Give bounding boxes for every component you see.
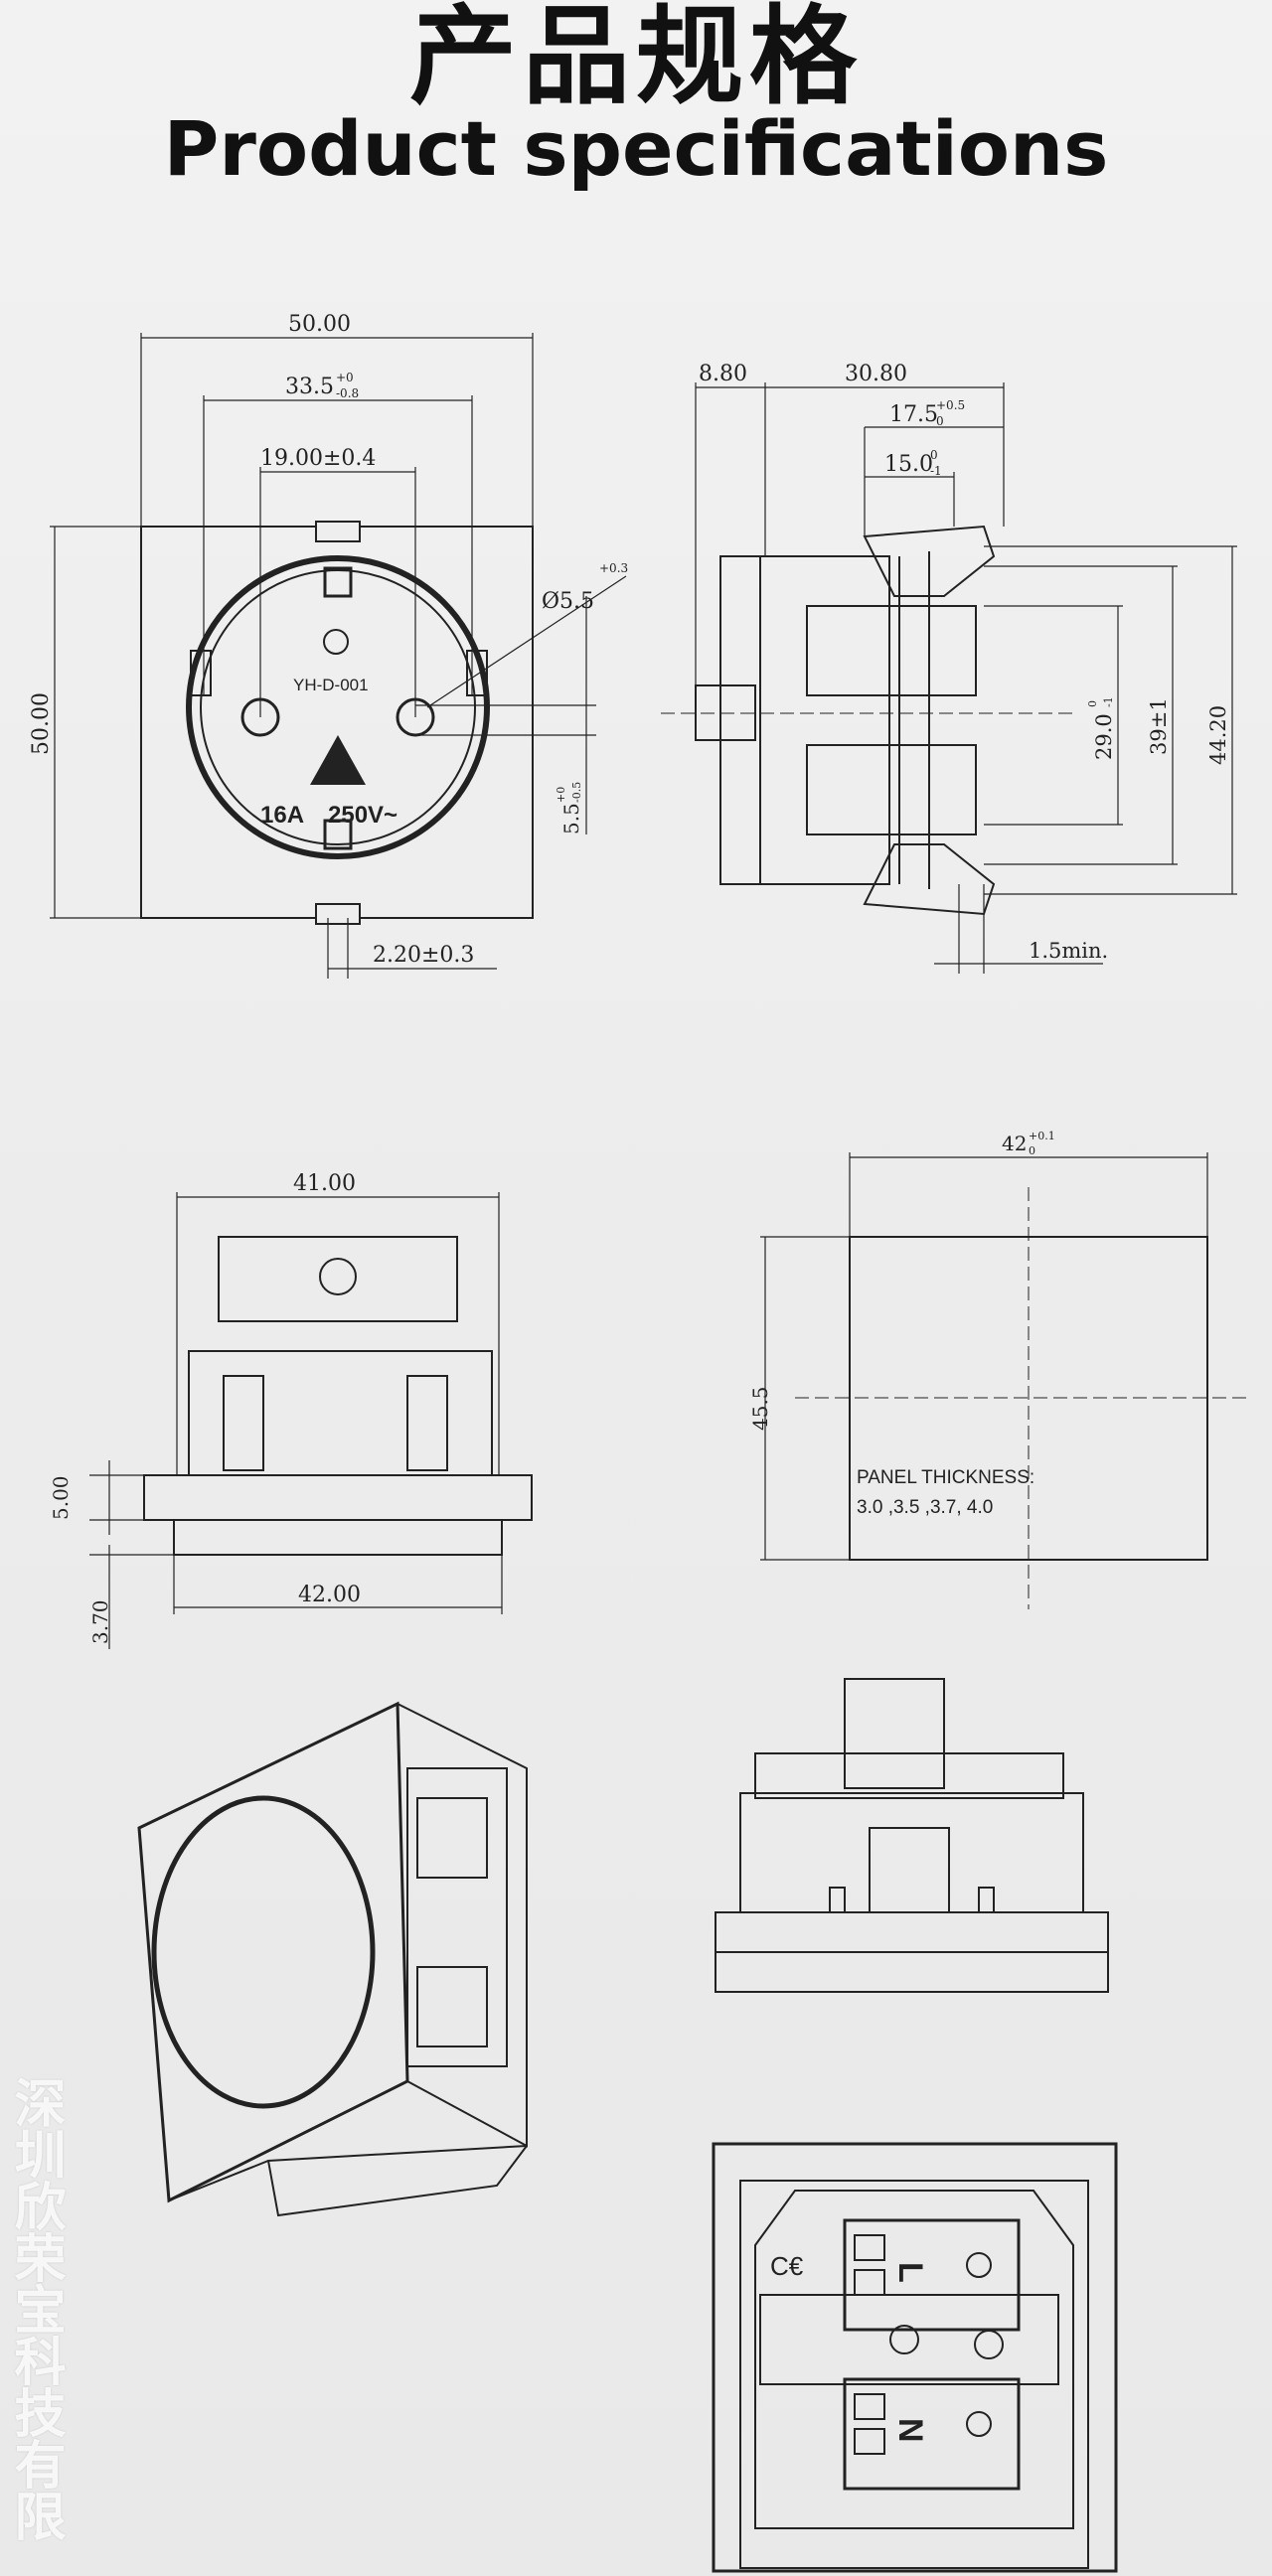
isometric-view	[137, 1701, 528, 2217]
warning-triangle-icon	[310, 735, 366, 785]
front-dim-pin-offset: 5.5	[559, 803, 583, 834]
front-dim-width: 50.00	[288, 312, 351, 337]
company-watermark: 深圳欣荣宝科技有限	[5, 2076, 65, 2541]
side-dim-e-tol-top: 0	[1086, 700, 1099, 707]
terminal-L-label: L	[891, 2262, 929, 2283]
cutout-dim-width: 42	[1002, 1132, 1027, 1155]
cutout-dim-width-tol-top: +0.1	[1029, 1130, 1055, 1142]
rating-voltage: 250V~	[328, 802, 398, 829]
front-dim-hole: Ø5.5	[542, 589, 594, 614]
front-dim-inner-tol-bottom: -0.8	[336, 386, 359, 400]
terminal-N-label: N	[891, 2418, 929, 2443]
bottom-dim-3-7: 3.70	[88, 1599, 112, 1644]
side-dim-e-tol-bottom: -1	[1102, 696, 1115, 707]
side-dim-min: 1.5min.	[1029, 939, 1108, 963]
bottom-dim-top: 41.00	[293, 1171, 356, 1196]
side-dim-a: 8.80	[699, 362, 747, 386]
side-view	[661, 382, 1237, 974]
front-elevation	[715, 1678, 1109, 1993]
ce-mark-icon: C€	[770, 2251, 804, 2281]
side-dim-c: 17.5	[889, 402, 938, 427]
cutout-dim-width-tol-bottom: 0	[1029, 1144, 1035, 1157]
front-dim-pin-offset-tol-top: +0	[555, 787, 567, 803]
front-dim-pin-offset-tol-bottom: -0.5	[570, 782, 583, 803]
side-dim-g: 44.20	[1206, 705, 1230, 765]
front-dim-slot: 2.20±0.3	[373, 943, 474, 968]
side-dim-d: 15.0	[884, 452, 933, 477]
side-dim-c-tol-top: +0.5	[936, 398, 965, 412]
front-dim-hole-tol: +0.3	[599, 561, 628, 575]
model-number: YH-D-001	[293, 676, 369, 694]
front-dim-pins: 19.00±0.4	[260, 446, 376, 471]
front-dim-inner-tol-top: +0	[336, 371, 354, 384]
socket-circle	[186, 555, 490, 859]
side-dim-b: 30.80	[845, 362, 907, 386]
title-english: Product specifications	[163, 104, 1109, 193]
rear-view: C€	[712, 2142, 1118, 2573]
terminal-L-block	[843, 2218, 1021, 2332]
panel-cutout	[760, 1152, 1252, 1609]
brand-logo-icon	[323, 629, 349, 655]
side-dim-f: 39±1	[1147, 697, 1171, 755]
front-dim-height: 50.00	[29, 692, 54, 755]
side-dim-c-tol-bottom: 0	[936, 414, 944, 428]
rating-current: 16A	[260, 802, 304, 829]
bottom-dim-bottom: 42.00	[298, 1583, 361, 1607]
front-dim-inner: 33.5	[285, 375, 334, 399]
terminal-N-block	[843, 2377, 1021, 2491]
cutout-dim-height: 45.5	[748, 1386, 772, 1431]
side-dim-e: 29.0	[1092, 713, 1116, 760]
panel-thickness-label: PANEL THICKNESS:	[857, 1467, 1034, 1488]
bottom-view	[89, 1192, 533, 1649]
side-dim-d-tol-bottom: -1	[930, 464, 942, 478]
panel-thickness-values: 3.0 ,3.5 ,3.7, 4.0	[857, 1497, 993, 1518]
bottom-dim-5: 5.00	[49, 1475, 73, 1520]
title-chinese: 产品规格	[408, 0, 863, 119]
side-dim-d-tol-top: 0	[930, 448, 938, 462]
front-view	[50, 333, 627, 979]
